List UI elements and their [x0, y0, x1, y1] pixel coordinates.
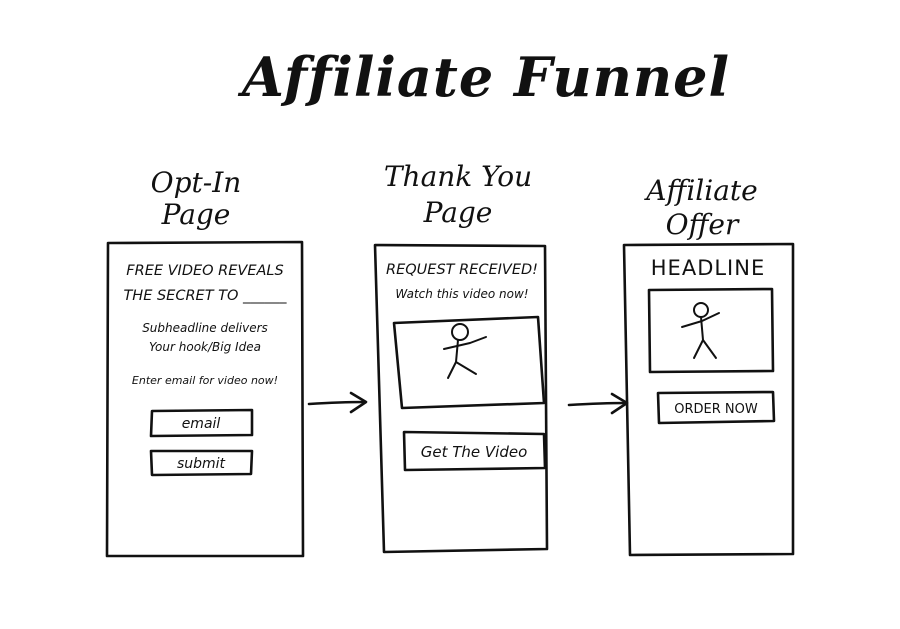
offer-headline: HEADLINE [651, 256, 765, 280]
stick-figure-legs [447, 361, 477, 379]
arrow-head-1 [349, 391, 368, 414]
thankyou-line-1: Request Received! [386, 262, 538, 278]
optin-heading-line1: Opt-In [151, 166, 242, 199]
optin-line-5: Enter email for video now! [132, 374, 278, 387]
optin-heading-line2: Page [161, 198, 231, 231]
order-now-label: ORDER NOW [674, 402, 758, 417]
optin-line-3: Subheadline delivers [142, 321, 268, 335]
dancing-figure-icon [681, 302, 720, 359]
order-now-button[interactable] [656, 390, 776, 425]
stick-figure-head [451, 323, 469, 341]
arrow-shaft-1 [307, 400, 367, 406]
thankyou-line-2: Watch this video now! [395, 287, 528, 301]
stick-figure-icon [443, 323, 487, 379]
optin-line-4: Your hook/Big Idea [149, 340, 261, 354]
dancing-figure-legs [693, 339, 717, 359]
optin-line-2: The secret to ______ [123, 288, 287, 304]
offer-video-frame[interactable] [647, 287, 775, 374]
submit-button-label: submit [177, 456, 226, 472]
stick-figure-body [455, 339, 459, 363]
arrow-shaft-2 [567, 401, 628, 407]
offer-heading-line1: Affiliate [643, 174, 757, 207]
stick-figure-arms [443, 336, 487, 350]
get-the-video-label: Get The Video [421, 443, 528, 461]
dancing-figure-arms [681, 312, 720, 328]
thankyou-page-frame [373, 243, 549, 554]
get-the-video-button[interactable] [402, 430, 547, 472]
optin-line-1: Free Video Reveals [126, 263, 283, 279]
thankyou-heading-line2: Page [423, 196, 493, 229]
arrow-optin-to-thankyou [307, 391, 368, 414]
email-field-label: email [182, 416, 221, 432]
arrow-thankyou-to-offer [567, 392, 629, 415]
optin-page-frame [105, 240, 305, 558]
offer-page-frame [622, 242, 795, 557]
dancing-figure-head [693, 302, 709, 318]
email-field[interactable] [149, 408, 254, 438]
offer-heading-line2: Offer [666, 208, 740, 241]
thankyou-video-frame[interactable] [392, 315, 546, 410]
submit-button[interactable] [149, 449, 254, 477]
thankyou-heading-line1: Thank You [384, 160, 532, 193]
diagram-title: Affiliate Funnel [237, 45, 730, 109]
